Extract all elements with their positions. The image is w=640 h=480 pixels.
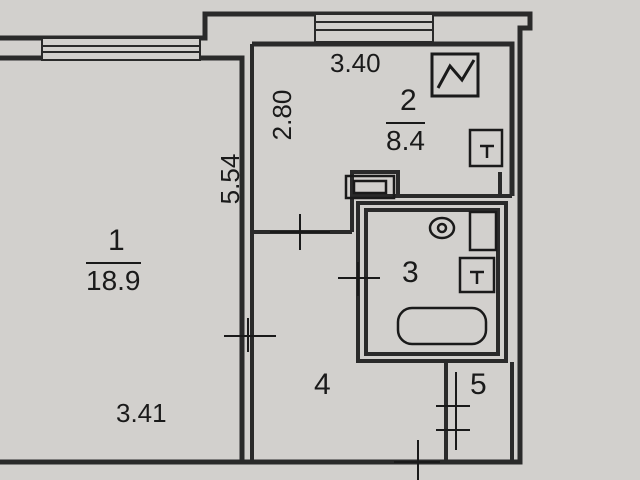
room-3-number: 3 — [402, 256, 419, 289]
room-1-width-dimension: 3.41 — [116, 398, 167, 428]
room-2-area: 8.4 — [386, 122, 425, 155]
toilet-icon — [428, 210, 498, 252]
washbasin-icon — [344, 174, 396, 200]
window-room-2 — [314, 13, 434, 43]
room-1-number: 1 — [108, 224, 125, 257]
room-4-number: 4 — [314, 368, 331, 401]
kitchen-depth-dimension: 2.80 — [267, 89, 297, 141]
room-1-length-dimension: 5.54 — [215, 153, 245, 205]
door-marks — [224, 214, 470, 480]
bathtub-icon — [396, 306, 488, 346]
kitchen-width-dimension: 3.40 — [330, 48, 381, 78]
interior-walls — [250, 44, 514, 464]
room-5-number: 5 — [470, 368, 487, 401]
room-2-number: 2 — [400, 84, 417, 117]
sink-icon — [468, 128, 504, 168]
room-1-area: 18.9 — [86, 262, 141, 295]
stove-icon — [430, 52, 480, 98]
exterior-walls — [0, 11, 533, 465]
window-room-1 — [41, 37, 201, 61]
washbasin-icon — [458, 256, 496, 294]
